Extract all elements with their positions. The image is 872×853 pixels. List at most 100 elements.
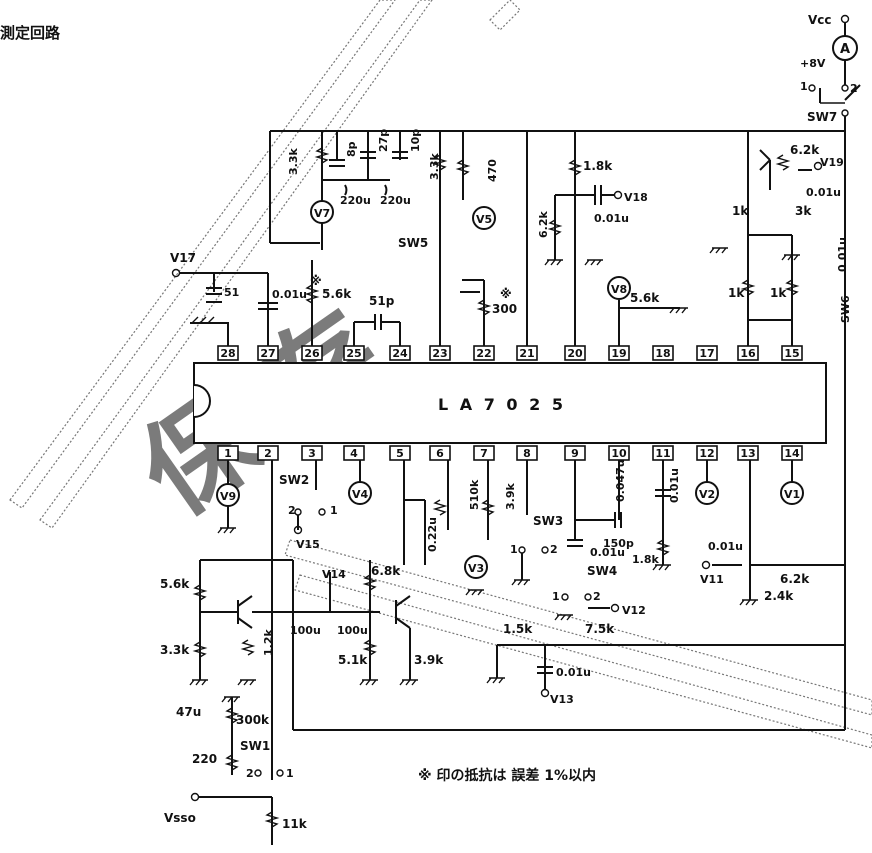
ground-icon: [217, 527, 236, 534]
svg-text:Vcc: Vcc: [808, 13, 832, 27]
ground-icon: [399, 679, 418, 686]
voltmeter-v4-icon: [348, 481, 372, 505]
vcc-supply: Vcc A +8V 1 2 SW7: [800, 13, 861, 131]
svg-text:7.5k: 7.5k: [585, 622, 615, 636]
ic-pin-label: 21: [519, 347, 534, 360]
svg-text:SW6: SW6: [839, 295, 852, 323]
svg-text:3.3k: 3.3k: [428, 153, 441, 180]
svg-text:220u: 220u: [340, 194, 371, 207]
ic-pin-label: 24: [392, 347, 408, 360]
voltmeter-v5-icon: [472, 206, 496, 230]
ic-name: L A 7 0 2 5: [438, 395, 566, 414]
ic-pin-label: 13: [740, 447, 755, 460]
ic-pin-label: 2: [264, 447, 272, 460]
svg-text:6.2k: 6.2k: [790, 143, 820, 157]
ic-pin-label: 8: [523, 447, 531, 460]
svg-text:0.01u: 0.01u: [556, 666, 591, 679]
ic-pin-label: 20: [567, 347, 583, 360]
ic-pin-label: 22: [476, 347, 491, 360]
ground-icon: [511, 579, 530, 586]
meter-label-v1: V1: [784, 488, 800, 501]
ic-pin-label: 15: [784, 347, 799, 360]
ic-pin-label: 23: [432, 347, 447, 360]
svg-text:+8V: +8V: [800, 57, 826, 70]
svg-text:SW1: SW1: [240, 739, 270, 753]
svg-text:0.01u: 0.01u: [668, 468, 681, 503]
svg-text:2.4k: 2.4k: [764, 589, 794, 603]
svg-text:SW7: SW7: [807, 110, 837, 124]
voltmeter-v8-icon: [607, 276, 631, 300]
svg-text:0.22u: 0.22u: [426, 517, 439, 552]
ic-pin-label: 19: [611, 347, 626, 360]
svg-text:※: ※: [310, 274, 322, 288]
svg-text:0.01u: 0.01u: [590, 546, 625, 559]
ic-pin-7: [473, 445, 495, 461]
svg-text:8p: 8p: [345, 141, 358, 157]
ic-pin-2: [257, 445, 279, 461]
svg-text:5.6k: 5.6k: [630, 291, 660, 305]
voltmeter-v1-icon: [780, 481, 804, 505]
supply-rail: [269, 130, 846, 731]
voltmeter-v3-icon: [464, 555, 488, 579]
svg-text:220: 220: [192, 752, 217, 766]
svg-text:SW2: SW2: [279, 473, 309, 487]
meter-label-v4: V4: [352, 488, 369, 501]
ic-pin-label: 16: [740, 347, 756, 360]
svg-text:1: 1: [286, 767, 294, 780]
meter-label-v3: V3: [468, 562, 484, 575]
svg-text:V14: V14: [322, 568, 346, 581]
ground-icon: [709, 247, 728, 254]
ground-icon: [584, 259, 603, 266]
svg-text:6.2k: 6.2k: [537, 211, 550, 238]
ic-la7025: L A 7 0 2 5: [193, 362, 827, 444]
svg-text:V19: V19: [820, 156, 844, 169]
ic-pin-label: 26: [304, 347, 320, 360]
svg-text:SW4: SW4: [587, 564, 617, 578]
svg-text:0.01u: 0.01u: [708, 540, 743, 553]
svg-text:A: A: [840, 42, 850, 57]
meter-label-v5: V5: [476, 213, 492, 226]
svg-text:0.01u: 0.01u: [272, 288, 307, 301]
ic-pin-3: [301, 445, 323, 461]
ground-icon: [486, 677, 505, 684]
svg-text:SW3: SW3: [533, 514, 563, 528]
svg-text:1k: 1k: [732, 204, 749, 218]
ic-pin-label: 25: [346, 347, 361, 360]
ic-pin-4: [343, 445, 365, 461]
svg-text:V12: V12: [622, 604, 646, 617]
svg-text:3.3k: 3.3k: [287, 148, 300, 175]
ic-pin-13: [737, 445, 759, 461]
svg-text:0.01u: 0.01u: [806, 186, 841, 199]
ic-pins: 2812722632542452362272182091910181117121…: [217, 345, 803, 461]
ic-pin-label: 9: [571, 447, 579, 460]
svg-text:100u: 100u: [337, 624, 368, 637]
ic-pin-18: [652, 345, 674, 361]
svg-text:510k: 510k: [468, 479, 481, 510]
ic-pin-label: 5: [396, 447, 404, 460]
ic-pin-label: 18: [655, 347, 670, 360]
svg-text:3.3k: 3.3k: [160, 643, 190, 657]
svg-text:V13: V13: [550, 693, 574, 706]
svg-text:0.01u: 0.01u: [836, 237, 849, 272]
ic-pin-5: [389, 445, 411, 461]
ground-icon: [544, 259, 563, 266]
ground-symbols: [189, 247, 800, 703]
ic-pin-label: 12: [699, 447, 714, 460]
svg-text:1.8k: 1.8k: [632, 553, 659, 566]
svg-text:51: 51: [224, 286, 239, 299]
svg-text:47u: 47u: [176, 705, 201, 719]
ic-pin-label: 27: [260, 347, 275, 360]
ic-pin-label: 4: [350, 447, 358, 460]
svg-text:1: 1: [800, 80, 808, 93]
svg-text:300: 300: [492, 302, 517, 316]
svg-text:0.01u: 0.01u: [594, 212, 629, 225]
svg-text:2: 2: [246, 767, 254, 780]
top-circuit: V17 51 0.01u 5.6k ※ V7 3.3k 8p 220u 27p …: [170, 129, 852, 346]
svg-text:V18: V18: [624, 191, 648, 204]
ic-pin-label: 10: [611, 447, 627, 460]
svg-text:2: 2: [850, 82, 858, 95]
ground-icon: [189, 679, 208, 686]
svg-text:3.9k: 3.9k: [504, 483, 517, 510]
svg-text:Vsso: Vsso: [164, 811, 196, 825]
svg-text:3k: 3k: [795, 204, 812, 218]
